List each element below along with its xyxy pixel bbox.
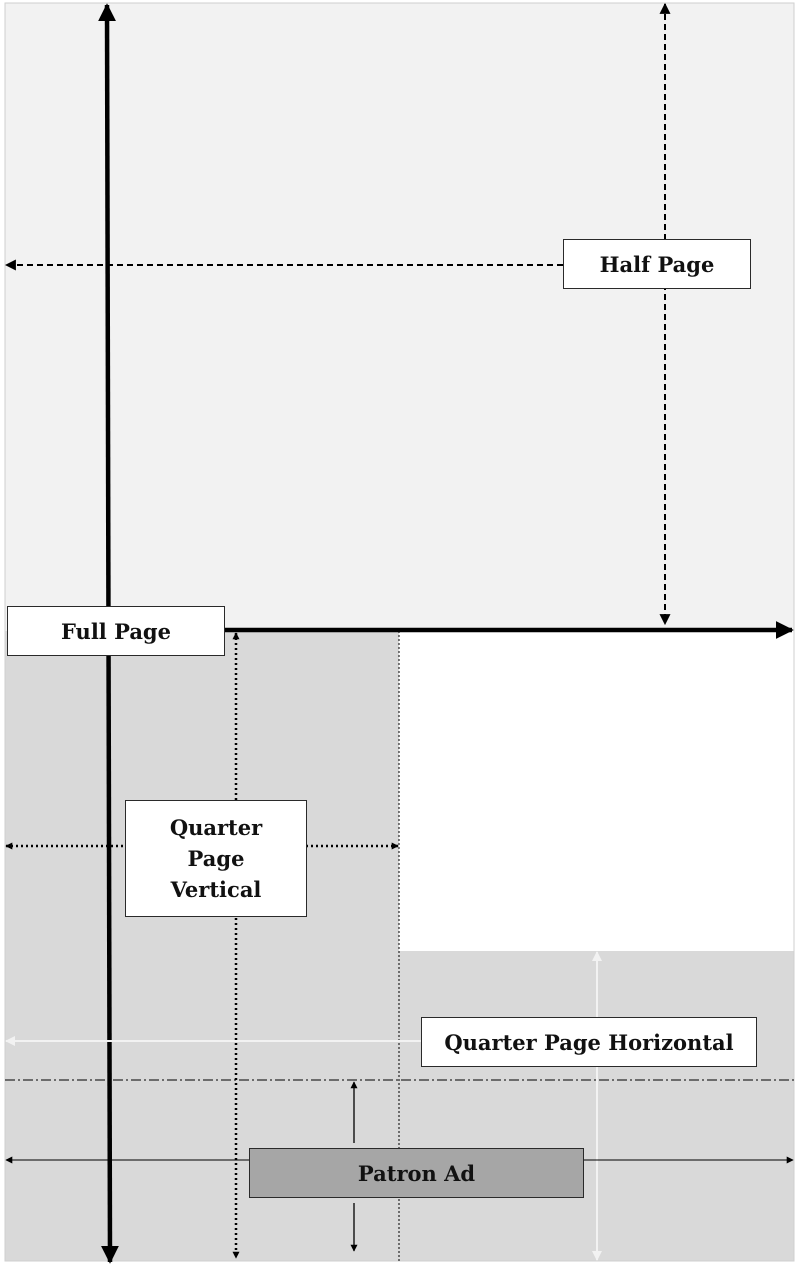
half-page-label-text: Half Page (599, 251, 715, 277)
full-page-label-text: Full Page (61, 618, 171, 644)
quarter-page-horizontal-region (5, 951, 794, 1261)
quarter-page-vertical-line-1: Quarter (169, 815, 263, 840)
full-page-label: Full Page (7, 606, 225, 656)
quarter-page-vertical-label: Quarter Page Vertical (125, 800, 307, 917)
patron-ad-label-text: Patron Ad (357, 1160, 476, 1186)
quarter-page-vertical-line-2: Page (187, 846, 245, 871)
quarter-page-vertical-line-3: Vertical (170, 877, 262, 902)
half-page-region (5, 3, 794, 631)
half-page-label: Half Page (563, 239, 751, 289)
patron-ad-label: Patron Ad (249, 1148, 584, 1198)
quarter-page-horizontal-label-text: Quarter Page Horizontal (444, 1029, 734, 1055)
quarter-page-horizontal-label: Quarter Page Horizontal (421, 1017, 757, 1067)
